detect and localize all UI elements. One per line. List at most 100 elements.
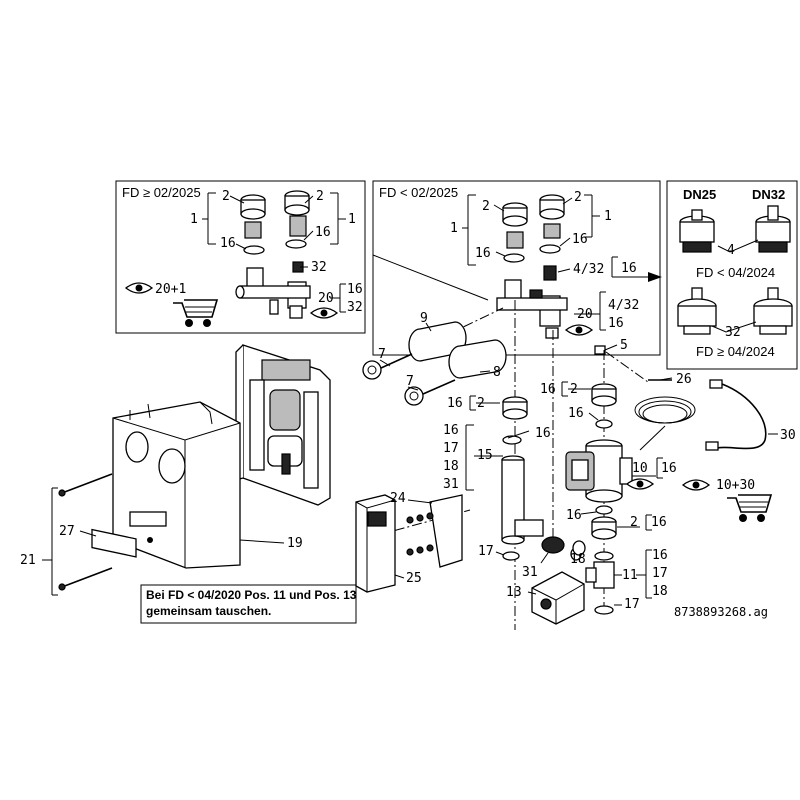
screws-21 — [58, 473, 113, 591]
part-number-p-2a: 2 — [477, 396, 485, 411]
part-number-p-21: 21 — [20, 553, 36, 568]
part-number-p-25: 25 — [406, 571, 422, 586]
part-number-l-16a: 16 — [220, 236, 236, 251]
part-number-p-2b: 2 — [570, 382, 578, 397]
part-number-p-16c: 16 — [443, 423, 459, 438]
valve-insert-dn25-old — [679, 209, 715, 253]
note-line-2: gemeinsam tauschen. — [146, 604, 271, 618]
part-number-p-16e: 16 — [568, 406, 584, 421]
part-number-p-11: 11 — [622, 568, 638, 583]
controller-25 — [355, 494, 396, 593]
note-line-1: Bei FD < 04/2020 Pos. 11 und Pos. 13 — [146, 588, 357, 602]
part-number-m-1a: 1 — [450, 221, 458, 236]
part-number-l-1a: 1 — [190, 212, 198, 227]
part-number-l-20a: 20 — [318, 291, 334, 306]
panel-fd-new — [115, 180, 366, 334]
callout-4 — [717, 239, 759, 253]
housing-rear-shell — [235, 344, 331, 506]
part-number-p-18a: 18 — [443, 459, 459, 474]
pipe-15 — [501, 455, 544, 545]
part-number-p-16f: 16 — [661, 461, 677, 476]
cable-30 — [705, 379, 767, 451]
eye-icon — [681, 479, 711, 491]
left-panel-labels: 2 2 1 1 16 16 32 20+1 20 16 32 — [155, 189, 363, 315]
part-number-p-16g: 16 — [566, 508, 582, 523]
part-number-p-13: 13 — [506, 585, 522, 600]
panel-middle-title: FD < 02/2025 — [379, 185, 458, 200]
part-number-m-16a: 16 — [475, 246, 491, 261]
valve-insert-dn25-new — [677, 287, 717, 335]
label-4: 4 — [727, 243, 735, 258]
handle-7b — [404, 379, 456, 406]
cart-icon — [173, 299, 219, 327]
middle-panel-parts — [496, 194, 606, 355]
axis-line — [414, 307, 504, 351]
part-number-p-16h: 16 — [651, 515, 667, 530]
left-panel-parts — [235, 190, 311, 319]
part-number-p-31b: 31 — [522, 565, 538, 580]
part-number-m-16c: 16 — [621, 261, 637, 276]
eye-icon — [625, 478, 655, 490]
note-box — [140, 584, 357, 624]
cart-icon — [727, 494, 773, 522]
part-number-p-27: 27 — [59, 524, 75, 539]
label-32: 32 — [725, 325, 741, 340]
part-number-p-19: 19 — [287, 536, 303, 551]
part-number-l-16c: 16 — [347, 282, 363, 297]
eye-icon — [564, 324, 594, 336]
part-number-l-32a: 32 — [311, 260, 327, 275]
middle-panel-labels: 2 2 1 1 16 16 4/32 16 20 4/32 16 5 — [450, 190, 639, 353]
valve-11 — [585, 561, 615, 589]
part-number-p-18c: 18 — [652, 584, 668, 599]
pump-10 — [565, 439, 633, 503]
label-8: 8 — [493, 365, 501, 380]
callout-32 — [711, 321, 757, 333]
part-number-p-31a: 31 — [443, 477, 459, 492]
part-number-m-20: 20 — [577, 307, 593, 322]
part-number-p-24: 24 — [390, 491, 406, 506]
panel-left-title: FD ≥ 02/2025 — [122, 185, 201, 200]
part-number-m-432a: 4/32 — [573, 262, 604, 277]
panel-valve-types — [666, 180, 798, 370]
panel-fd-old — [372, 180, 661, 356]
part-number-p-16b: 16 — [535, 426, 551, 441]
part-number-m-2b: 2 — [574, 190, 582, 205]
part-number-p-16i: 16 — [652, 548, 668, 563]
part-number-p-17d: 17 — [478, 544, 494, 559]
part-number-p-15: 15 — [477, 448, 493, 463]
part-number-m-16b: 16 — [572, 232, 588, 247]
part-number-m-432b: 4/32 — [608, 298, 639, 313]
union-31 — [541, 536, 565, 554]
part-number-p-17a: 17 — [443, 441, 459, 456]
part-number-l-1b: 1 — [348, 212, 356, 227]
left-panel-callouts — [202, 192, 346, 313]
part-number-l-20p1: 20+1 — [155, 282, 186, 297]
part-number-p-16a: 16 — [447, 396, 463, 411]
part-number-p-2c: 2 — [630, 515, 638, 530]
label-7a: 7 — [378, 347, 386, 362]
insulation-shell-8 — [448, 339, 507, 379]
arrow-to-valve-panel — [372, 254, 662, 301]
part-number-p-17c: 17 — [624, 597, 640, 612]
valve-insert-dn32-new — [753, 287, 793, 335]
part-number-p-18b: 18 — [570, 552, 586, 567]
part-number-p-26: 26 — [676, 372, 692, 387]
part-number-p-10p30: 10+30 — [716, 478, 755, 493]
eye-icon — [309, 307, 339, 319]
middle-panel-callouts — [462, 194, 618, 351]
label-7b: 7 — [406, 374, 414, 389]
eye-icon — [124, 282, 154, 294]
handle-7a — [362, 353, 413, 380]
part-number-l-32b: 32 — [347, 300, 363, 315]
part-number-m-2a: 2 — [482, 199, 490, 214]
drawing-code: 8738893268.ag — [674, 605, 768, 619]
part-number-p-16d: 16 — [540, 382, 556, 397]
dn32-label: DN32 — [752, 187, 785, 202]
part-number-m-16d: 16 — [608, 316, 624, 331]
sensor-cable-26 — [634, 379, 696, 451]
part-number-l-2b: 2 — [316, 189, 324, 204]
part-number-l-2a: 2 — [222, 189, 230, 204]
dn25-label: DN25 — [683, 187, 716, 202]
part-number-p-10: 10 — [632, 461, 648, 476]
